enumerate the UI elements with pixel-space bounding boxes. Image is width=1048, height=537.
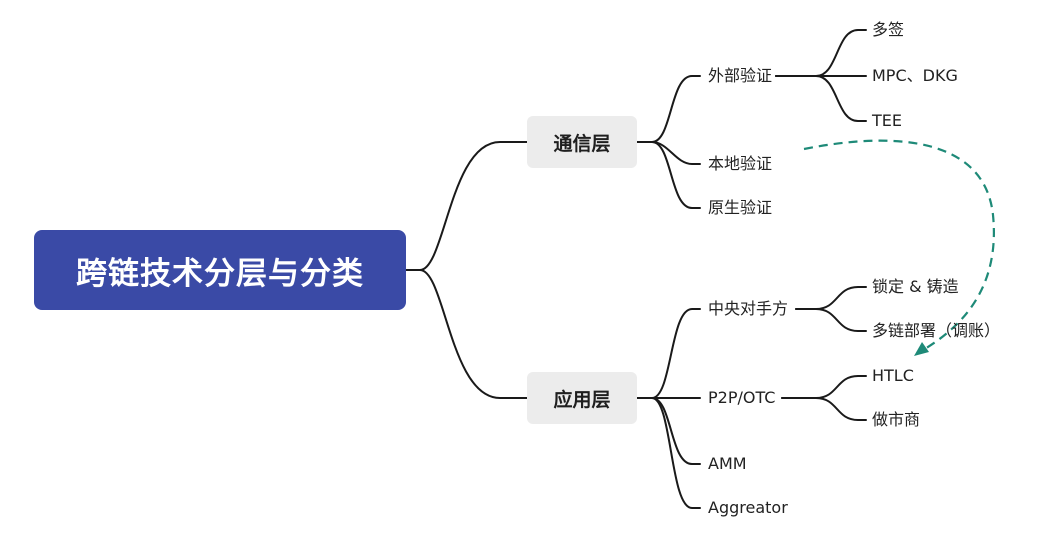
- edge-comm-external: [636, 75, 701, 143]
- node-aggregator[interactable]: Aggreator: [708, 498, 788, 517]
- relation-arrowhead: [914, 342, 929, 356]
- node-p2p-otc[interactable]: P2P/OTC: [708, 388, 776, 407]
- node-amm[interactable]: AMM: [708, 454, 747, 473]
- node-external-verification[interactable]: 外部验证: [708, 66, 773, 85]
- node-local-verification[interactable]: 本地验证: [708, 154, 773, 173]
- edge-ccp-multichain: [795, 308, 867, 332]
- category-application-layer[interactable]: 应用层: [527, 372, 637, 424]
- node-native-verification[interactable]: 原生验证: [708, 198, 773, 217]
- category-communication-layer[interactable]: 通信层: [527, 116, 637, 168]
- edge-app-ccp: [636, 308, 701, 399]
- leaf-multisig[interactable]: 多签: [872, 20, 905, 39]
- edge-p2p-htlc: [781, 375, 867, 399]
- leaf-multichain-deploy[interactable]: 多链部署（调账）: [872, 321, 1001, 340]
- node-central-counterparty[interactable]: 中央对手方: [708, 299, 789, 318]
- leaf-lock-mint[interactable]: 锁定 & 铸造: [872, 277, 959, 296]
- edge-ccp-lockmint: [795, 286, 867, 310]
- edge-comm-local: [636, 141, 701, 165]
- edge-app-aggregator: [636, 397, 701, 509]
- edge-root-app: [405, 269, 528, 399]
- edge-external-tee: [775, 75, 867, 122]
- leaf-market-maker[interactable]: 做市商: [872, 410, 921, 429]
- edge-root-comm: [405, 141, 528, 271]
- edge-external-multisig: [775, 29, 867, 77]
- edge-p2p-mm: [781, 397, 867, 421]
- leaf-htlc[interactable]: HTLC: [872, 366, 914, 385]
- leaf-mpc-dkg[interactable]: MPC、DKG: [872, 66, 958, 85]
- root-node[interactable]: 跨链技术分层与分类: [34, 230, 406, 310]
- edge-comm-native: [636, 141, 701, 209]
- leaf-tee[interactable]: TEE: [872, 111, 902, 130]
- relation-dashed-arrow: [803, 139, 995, 351]
- edge-app-amm: [636, 397, 701, 465]
